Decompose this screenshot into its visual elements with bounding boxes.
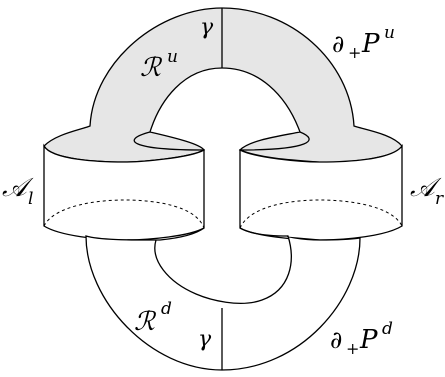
r-down-label: ℛ bbox=[134, 307, 157, 337]
a-right-subscript: r bbox=[435, 189, 444, 209]
partial-top-subscript: + bbox=[348, 43, 361, 62]
left-inner-rim bbox=[133, 131, 205, 151]
partial-bottom-subscript: + bbox=[346, 339, 359, 358]
lower-handle-inner-edge bbox=[159, 227, 205, 241]
r-up-superscript: u bbox=[167, 47, 178, 67]
lower-handle-inner-edge-right bbox=[239, 227, 289, 237]
partial-bottom-p: P bbox=[359, 325, 378, 355]
r-up-label: ℛ bbox=[140, 53, 163, 83]
upper-handle-surface bbox=[43, 7, 403, 164]
gamma-top-label: γ bbox=[200, 15, 214, 40]
right-inner-rim bbox=[239, 131, 310, 151]
r-down-superscript: d bbox=[161, 299, 172, 319]
partial-top-operator: ∂ bbox=[332, 30, 344, 58]
partial-top-p: P bbox=[361, 29, 380, 59]
right-cylinder bbox=[239, 143, 403, 241]
gamma-bottom-label: γ bbox=[198, 327, 212, 352]
lower-handle-surface bbox=[85, 235, 361, 371]
partial-top-superscript: u bbox=[384, 23, 395, 43]
partial-bottom-superscript: d bbox=[382, 319, 393, 339]
partial-bottom-operator: ∂ bbox=[330, 326, 342, 354]
a-left-subscript: l bbox=[28, 189, 33, 209]
